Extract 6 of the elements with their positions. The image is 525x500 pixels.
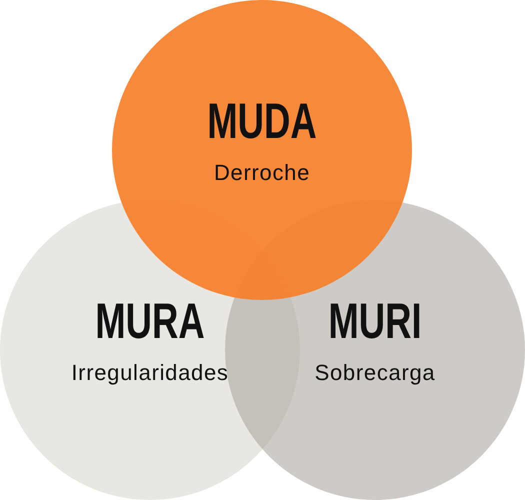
circle-title: MUDA <box>207 96 317 146</box>
circle-title: MURA <box>95 296 205 346</box>
circle-subtitle: Irregularidades <box>71 362 229 384</box>
circle-subtitle: Derroche <box>214 162 310 184</box>
circle-subtitle: Sobrecarga <box>314 362 436 384</box>
circle-title: MURI <box>328 296 422 346</box>
